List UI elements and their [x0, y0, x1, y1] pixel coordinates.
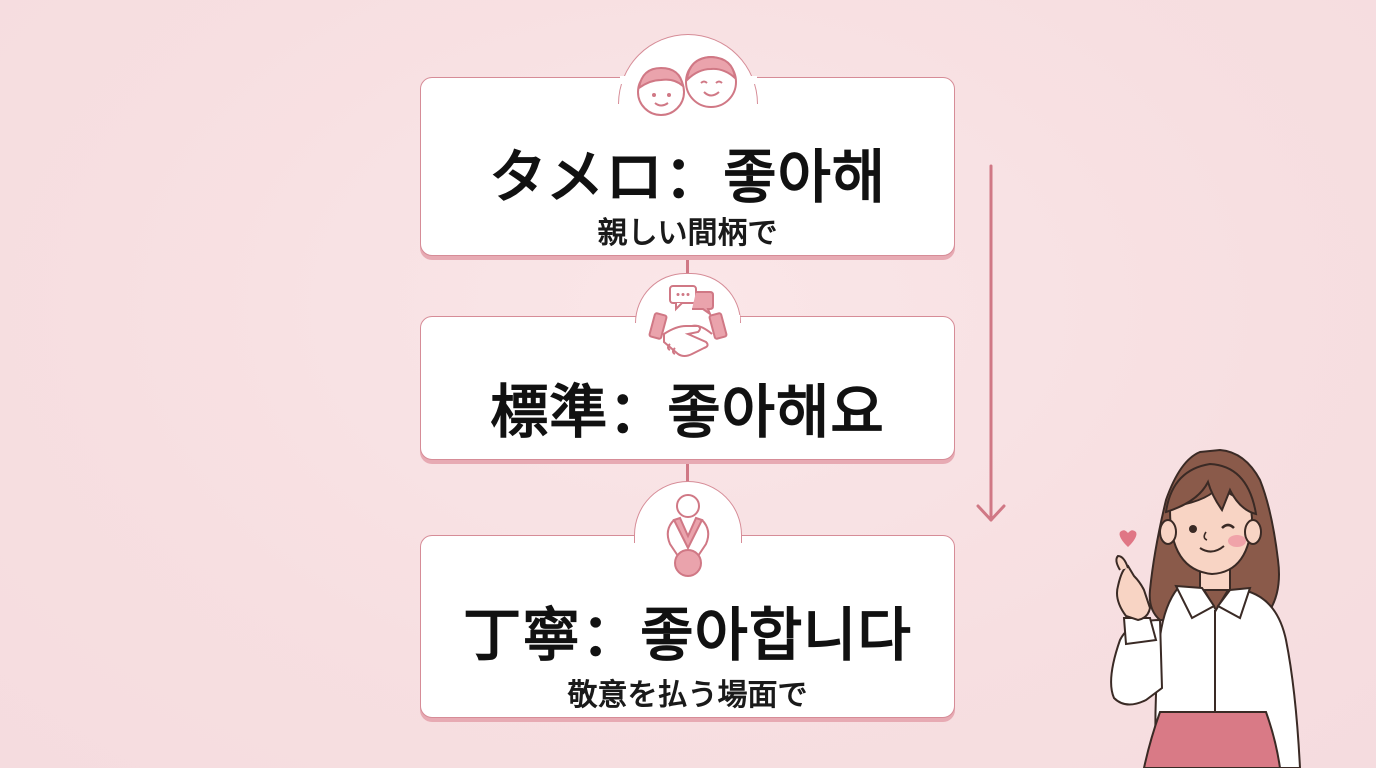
connector-line-2 — [686, 459, 689, 499]
card-casual: タメロ：좋아해 親しい間柄で — [420, 77, 955, 256]
card-title-polite: 丁寧：좋아합니다 — [463, 601, 912, 669]
handshake-speech-bubbles-icon — [648, 285, 728, 357]
card-title-casual: タメロ：좋아해 — [488, 143, 887, 211]
card-title-standard: 標準：좋아해요 — [490, 378, 885, 446]
card-subtitle-polite: 敬意を払う場面で — [567, 678, 808, 713]
down-arrow-icon — [976, 164, 1006, 522]
card-subtitle-casual: 親しい間柄で — [597, 216, 778, 251]
two-smiling-faces-icon — [637, 55, 737, 116]
girl-finger-heart-illustration — [1110, 448, 1302, 768]
bowing-person-icon — [666, 494, 710, 577]
tab-join — [636, 315, 740, 323]
